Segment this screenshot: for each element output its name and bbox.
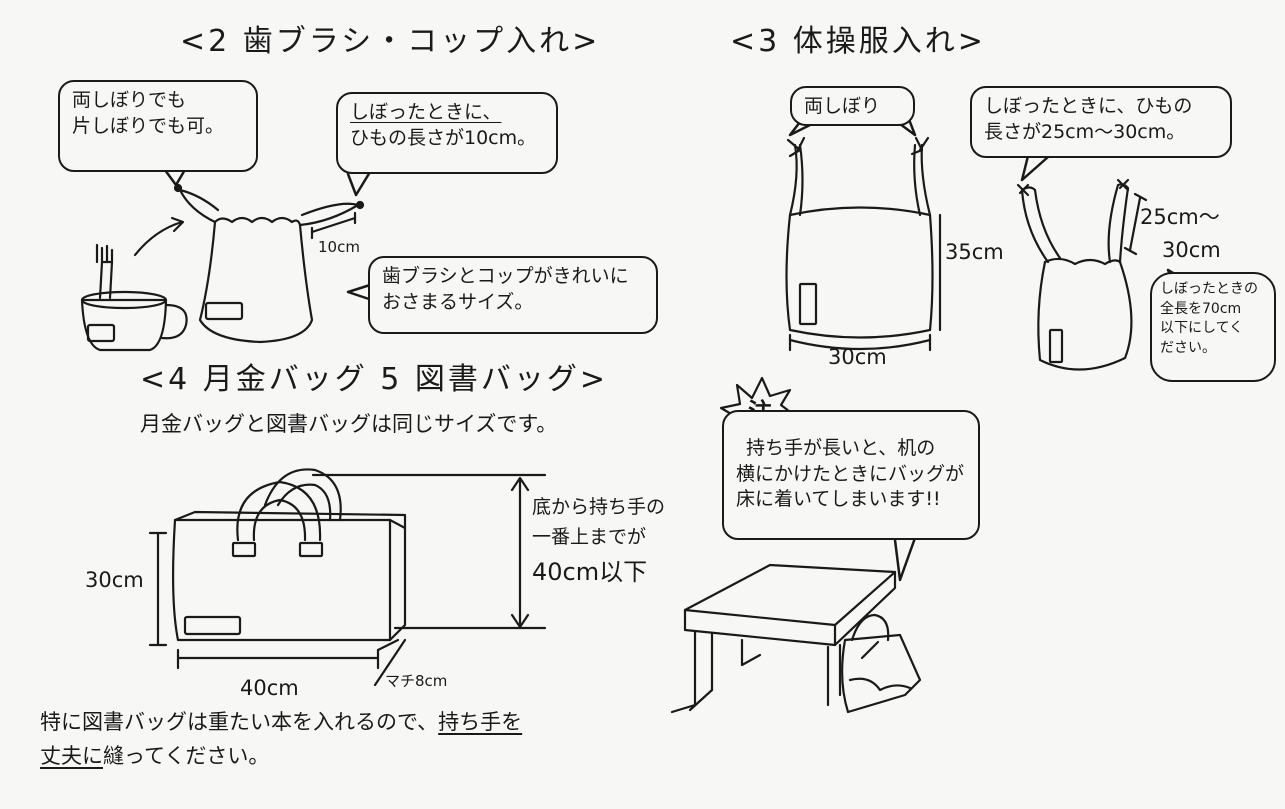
tote-bag-icon [148,468,547,687]
bubble-line: ひもの長さが10cm。 [350,126,537,149]
bag-width-label: 40cm [240,676,299,700]
toothbrush-pouch-icon [173,183,365,344]
gym-bag-open-icon [785,136,942,352]
section3-height-label: 35cm [945,240,1004,264]
section3-bubble-left: 両しぼり [790,86,915,126]
bag-height-label: 30cm [85,568,144,592]
bottom-note-text: 特に図書バッグは重たい本を入れるので、 [40,710,439,734]
bottom-note-line-1: 特に図書バッグは重たい本を入れるので、持ち手を [40,710,522,735]
gym-bag-closed-icon [1016,178,1148,371]
bubble-line: 歯ブラシとコップがきれいに [382,265,629,287]
section45-subtitle: 月金バッグと図書バッグは同じサイズです。 [140,412,558,436]
section45-title: <4 月金バッグ 5 図書バッグ> [140,362,609,397]
caution-bubble: 持ち手が長いと、机の 横にかけたときにバッグが 床に着いてしまいます!! [722,410,980,540]
section2-bubble-left: 両しぼりでも 片しぼりでも可。 [58,80,258,172]
bubble-line: しぼったときの [1160,281,1258,297]
bubble-line: 以下にしてく [1160,320,1244,337]
handle-note: 底から持ち手の 一番上までが 40cm以下 [532,492,665,591]
bubble-line: 両しぼりでも [72,89,187,111]
section3-title: <3 体操服入れ> [730,24,986,59]
section2-bubble-right: しぼったときに、 ひもの長さが10cm。 [336,92,558,174]
bottom-note-text: 縫ってください。 [103,744,270,768]
bottom-note-line-2: 丈夫に縫ってください。 [40,744,269,769]
section3-string-label-2: 30cm [1162,238,1221,262]
handle-note-line: 40cm以下 [532,557,648,586]
desk-with-bag-icon [670,563,922,714]
caution-line: 床に着いてしまいます!! [736,488,941,511]
section2-bubble-bottom: 歯ブラシとコップがきれいに おさまるサイズ。 [368,256,658,334]
cup-with-toothbrush-icon [80,216,188,352]
bubble-line: 両しぼり [804,95,881,117]
handle-note-line: 底から持ち手の [532,496,666,518]
section3-note-bubble: しぼったときの 全長を70cm 以下にしてく ださい。 [1150,272,1276,382]
bubble-line: 長さが25cm～30cm。 [984,120,1186,143]
bottom-note-underlined: 丈夫に [40,744,103,768]
section3-width-label: 30cm [828,345,887,369]
bubble-line: おさまるサイズ。 [382,290,534,313]
section2-title: <2 歯ブラシ・コップ入れ> [180,24,601,59]
bag-gusset-label: マチ8cm [385,672,448,690]
bubble-line: 全長を70cm [1160,300,1242,317]
caution-line: 持ち手が長いと、机の [746,437,936,459]
handle-note-line: 一番上までが [532,526,647,549]
bottom-note-underlined: 持ち手を [438,710,523,734]
section2-string-length: 10cm [318,238,360,256]
section3-bubble-right: しぼったときに、ひもの 長さが25cm～30cm。 [970,86,1232,158]
caution-line: 横にかけたときにバッグが [736,462,965,485]
section3-string-label-1: 25cm～ [1140,205,1220,229]
bubble-line: 片しぼりでも可。 [72,114,225,137]
bubble-line: しぼったときに、ひもの [984,95,1193,117]
bubble-line: ださい。 [1160,339,1216,356]
bubble-line: しぼったときに、 [350,101,502,123]
